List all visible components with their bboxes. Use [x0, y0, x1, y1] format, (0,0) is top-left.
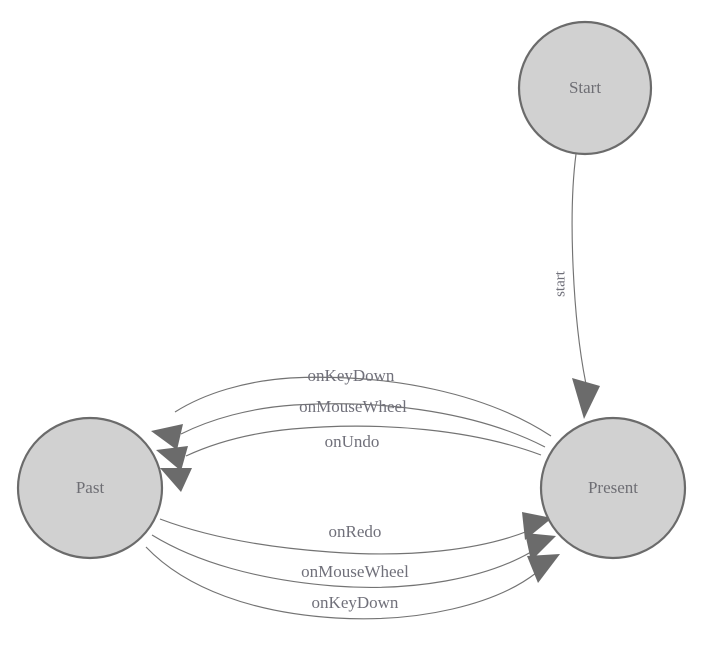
edge-past-to-present-onredo[interactable]: onRedo [159, 512, 552, 555]
node-past[interactable]: Past [16, 416, 164, 560]
edge-label-present-past-2: onMouseWheel [299, 397, 407, 416]
node-present[interactable]: Present [539, 416, 687, 560]
node-start-label: Start [569, 78, 601, 97]
edge-past-to-present-onmousewheel[interactable]: onMouseWheel [151, 533, 556, 588]
edge-label-past-present-3: onKeyDown [312, 593, 399, 612]
edge-label-past-present-2: onMouseWheel [301, 562, 409, 581]
arrowhead-past-present-2 [525, 533, 556, 561]
edge-path-past-present-2 [151, 534, 532, 588]
node-past-label: Past [76, 478, 105, 497]
edge-present-to-past-onundo[interactable]: onUndo [160, 425, 542, 492]
edge-past-to-present-onkeydown[interactable]: onKeyDown [145, 546, 560, 620]
node-start[interactable]: Start [517, 20, 653, 156]
edge-label-present-past-3: onUndo [325, 432, 380, 451]
edge-label-present-past-1: onKeyDown [308, 366, 395, 385]
edge-present-to-past-onmousewheel[interactable]: onMouseWheel [156, 397, 546, 471]
edge-label-start: start [552, 270, 568, 297]
node-present-label: Present [588, 478, 638, 497]
edge-path-present-past-2 [180, 403, 546, 448]
edge-start-to-present[interactable]: start [552, 153, 600, 419]
arrowhead-start-present [572, 378, 600, 419]
edge-path-start-present [571, 153, 587, 385]
node-present-shape [539, 416, 687, 560]
node-past-shape [16, 416, 164, 560]
arrowhead-present-past-1 [151, 424, 183, 450]
edge-label-past-present-1: onRedo [329, 522, 382, 541]
edge-path-past-present-3 [145, 546, 537, 620]
edge-path-present-past-3 [185, 425, 542, 457]
arrowhead-past-present-1 [522, 512, 552, 540]
arrowhead-past-present-3 [527, 554, 560, 583]
edge-present-to-past-onkeydown[interactable]: onKeyDown [151, 366, 552, 450]
node-start-shape [517, 20, 653, 156]
arrowhead-present-past-3 [160, 468, 192, 492]
edge-path-past-present-1 [159, 518, 529, 555]
edge-path-present-past-1 [174, 376, 552, 437]
arrowhead-present-past-2 [156, 446, 188, 471]
